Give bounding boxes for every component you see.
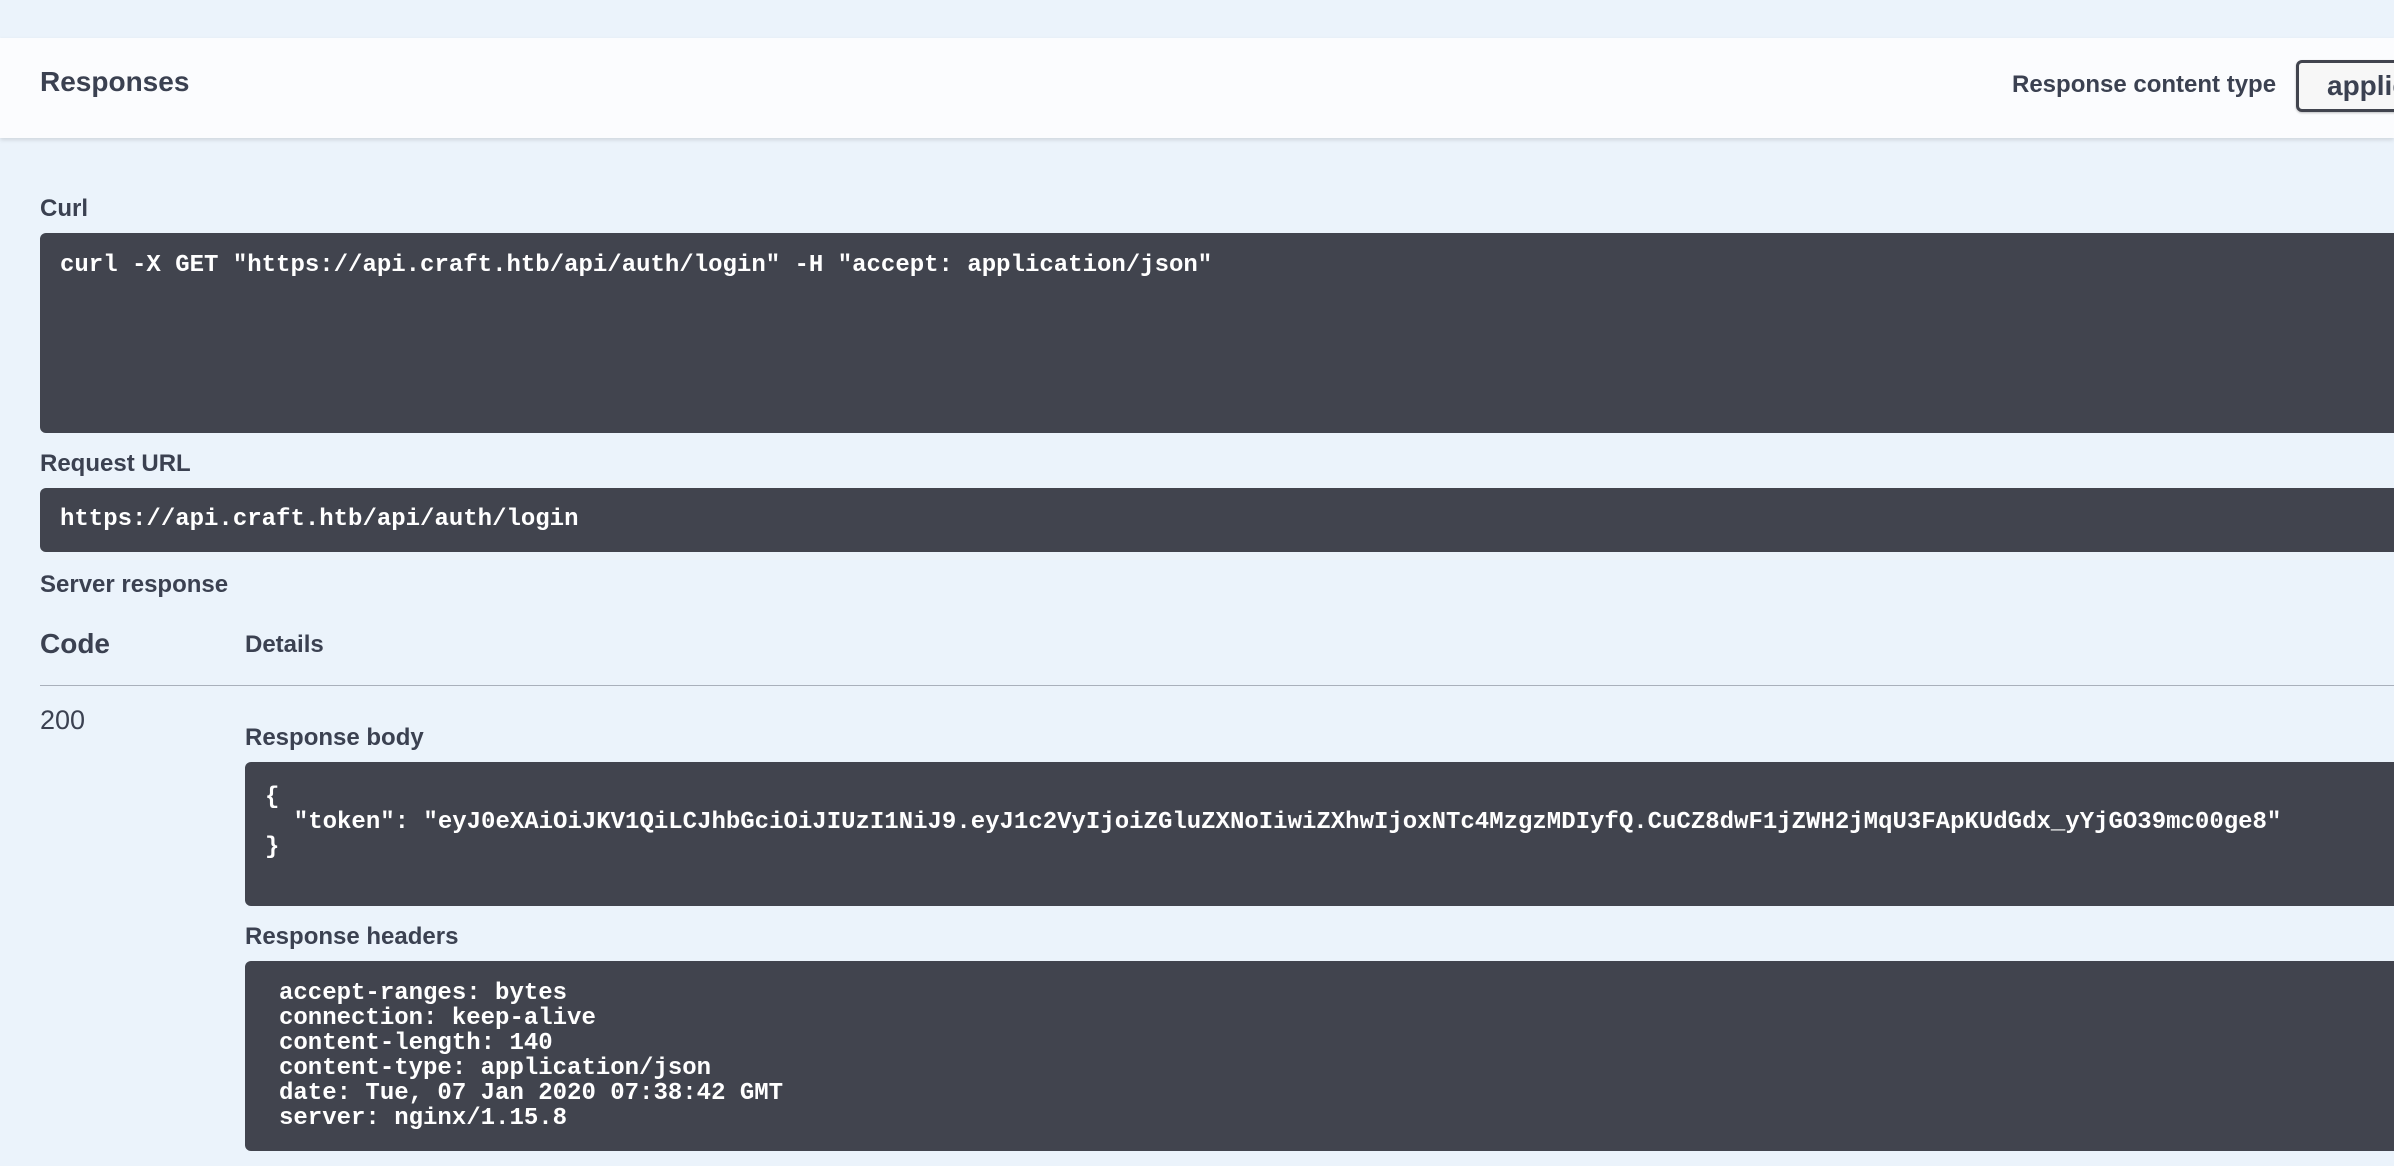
response-status-code: 200 [40,705,86,735]
response-content-type-select[interactable]: application/json [2296,60,2394,112]
responses-title: Responses [40,66,190,97]
response-body-label: Response body [245,724,424,751]
table-header-details: Details [245,631,324,658]
server-response-label: Server response [40,571,229,598]
response-headers-label: Response headers [245,923,459,950]
response-content-type-label: Response content type [2012,71,2277,98]
responses-header: Responses Response content type applicat… [0,38,2394,138]
response-content-type-value: application/json [2327,70,2394,101]
top-strip [0,0,2394,38]
request-url-value: https://api.craft.htb/api/auth/login [60,506,579,533]
response-body-content: { "token": "eyJ0eXAiOiJKV1QiLCJhbGciOiJI… [265,784,2282,861]
table-divider [40,685,2394,686]
response-headers-content: accept-ranges: bytes connection: keep-al… [279,980,784,1132]
response-body-block[interactable]: { "token": "eyJ0eXAiOiJKV1QiLCJhbGciOiJI… [245,762,2394,906]
response-headers-block[interactable]: accept-ranges: bytes connection: keep-al… [245,961,2394,1151]
curl-label: Curl [40,195,88,222]
curl-block[interactable]: curl -X GET "https://api.craft.htb/api/a… [40,233,2394,433]
request-url-block[interactable]: https://api.craft.htb/api/auth/login [40,488,2394,552]
curl-command: curl -X GET "https://api.craft.htb/api/a… [60,252,1213,279]
table-header-code: Code [40,628,110,659]
request-url-label: Request URL [40,450,191,477]
